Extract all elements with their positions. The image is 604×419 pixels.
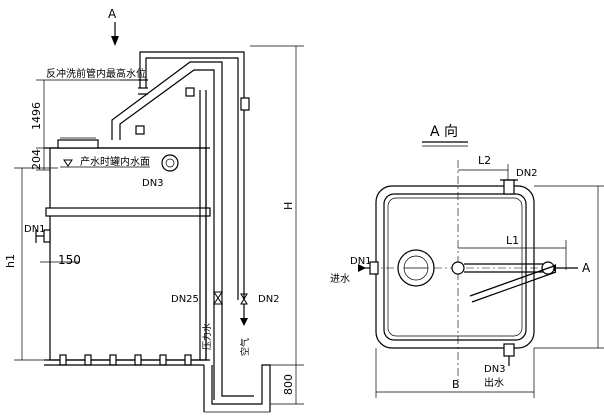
- dim-800-line: [270, 365, 304, 405]
- air-label: 空气: [239, 338, 251, 356]
- dim-150: 150: [58, 253, 81, 267]
- top-dn2-fitting: [500, 179, 518, 195]
- dn1-nozzle: [35, 229, 51, 243]
- dim-1496: 1496: [30, 102, 43, 130]
- dim-h1-line: [14, 167, 58, 361]
- top-dn3-label: DN3: [484, 364, 506, 375]
- view-arrow-label: A: [108, 7, 117, 21]
- dn2-label: DN2: [258, 294, 280, 305]
- dim-L2-line: [458, 164, 509, 186]
- top-view-title: A 向: [430, 124, 458, 140]
- foundation: [44, 330, 271, 413]
- tank-flange: [45, 207, 211, 217]
- dim-L1: L1: [506, 234, 519, 247]
- top-dn1-fitting: [358, 261, 379, 275]
- top-dn3-fitting: [503, 343, 515, 366]
- dim-B-line: [375, 348, 535, 398]
- top-view: A 向 L2 DN2 L1: [330, 124, 604, 398]
- side-view: A 产水时罐内水面: [4, 7, 304, 413]
- top-dn1-label: DN1: [350, 256, 372, 267]
- dim-L2: L2: [478, 154, 491, 167]
- top-A-label: A: [582, 261, 591, 275]
- view-arrow: [111, 22, 119, 46]
- dim-150-line: [40, 248, 80, 268]
- top-dn2-label: DN2: [516, 168, 538, 179]
- top-diagonal-pipe: [469, 265, 557, 303]
- top-outlet-label: 出水: [484, 376, 504, 389]
- tank-manhole: [57, 139, 99, 149]
- dim-L1-line: [458, 240, 567, 270]
- dim-h1: h1: [4, 254, 17, 268]
- tank-water-level-label: 产水时罐内水面: [80, 155, 150, 168]
- dim-H-line: [250, 45, 304, 366]
- tank-water-level-symbol: [60, 159, 150, 168]
- dn1-label: DN1: [24, 224, 46, 235]
- dn25-label: DN25: [171, 294, 199, 305]
- pressure-water-label: 压力水: [201, 323, 213, 350]
- dim-right-line: [534, 185, 604, 349]
- top-inlet-label: 进水: [330, 273, 350, 285]
- dn2-valve: [240, 293, 248, 326]
- dn3-label: DN3: [142, 178, 164, 189]
- backwash-piping: [111, 51, 250, 360]
- dn25-valve: [213, 291, 223, 305]
- top-view-inner-frame: [383, 193, 527, 341]
- dim-204: 204: [30, 149, 43, 170]
- top-level-note: 反冲洗前管内最高水位: [46, 67, 146, 80]
- top-pipe-run: [451, 261, 555, 275]
- dn3-nozzle: [161, 154, 179, 172]
- dim-B: B: [452, 378, 460, 391]
- dim-800: 800: [282, 374, 295, 395]
- top-inlet-circle: [397, 249, 435, 287]
- dim-H: H: [282, 202, 295, 210]
